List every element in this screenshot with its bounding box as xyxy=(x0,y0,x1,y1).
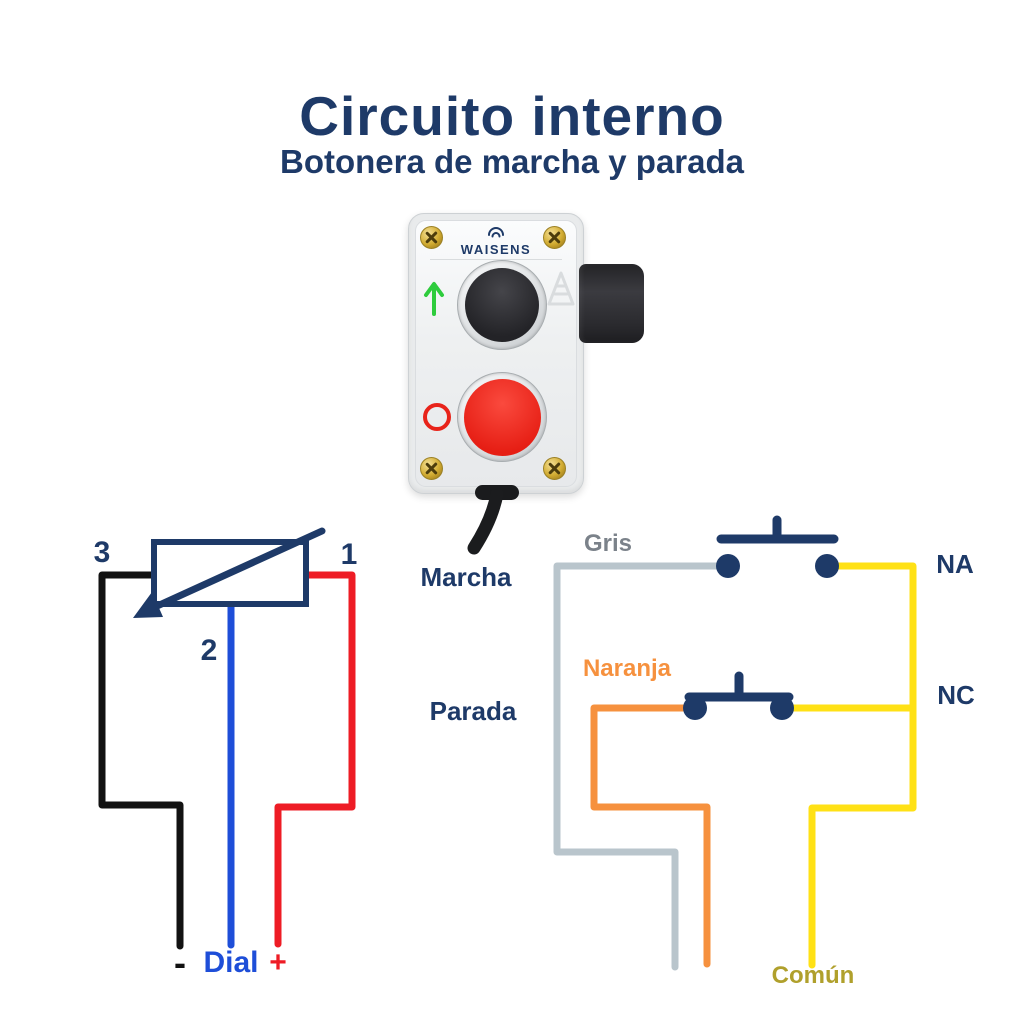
terminal-2-label: 2 xyxy=(200,634,218,667)
potentiometer-wiper xyxy=(151,527,326,611)
faceplate-seam xyxy=(430,259,562,260)
potentiometer-arrowhead xyxy=(133,592,163,618)
device-cable xyxy=(467,490,504,555)
aea-emblem xyxy=(547,271,575,306)
side-knob xyxy=(579,264,644,343)
naranja-wire-label: Naranja xyxy=(582,655,672,682)
pushbutton-device: WAISENS xyxy=(408,213,644,494)
start-button-bezel xyxy=(457,260,547,350)
start-button-black xyxy=(465,268,539,342)
dial-label: Dial xyxy=(203,946,259,979)
page-subtitle: Botonera de marcha y parada xyxy=(280,143,744,180)
terminal-3-label: 3 xyxy=(93,536,111,569)
orange-wire xyxy=(590,704,711,968)
marcha-label: Marcha xyxy=(420,562,512,592)
minus-label: - xyxy=(174,942,186,983)
na-contact-bar xyxy=(716,515,839,544)
yellow-wire xyxy=(808,562,917,969)
comun-wire-label: Común xyxy=(771,962,855,989)
stop-button-red xyxy=(463,378,541,456)
stop-button-bezel xyxy=(457,372,547,462)
grey-wire xyxy=(553,562,728,971)
screw-icon xyxy=(543,226,566,249)
red-wire xyxy=(274,571,356,948)
plus-label: + xyxy=(269,946,287,979)
nc-label: NC xyxy=(937,680,975,710)
nc-contact-dot xyxy=(770,696,794,720)
wifi-icon xyxy=(488,227,504,238)
na-label: NA xyxy=(936,549,974,579)
green-up-arrow-icon xyxy=(424,282,444,316)
na-contact-dot xyxy=(716,554,740,578)
gris-wire-label: Gris xyxy=(583,530,633,557)
page-title: Circuito interno xyxy=(299,85,725,147)
potentiometer-body xyxy=(151,539,309,607)
black-wire xyxy=(98,571,184,950)
terminal-1-label: 1 xyxy=(340,538,358,571)
screw-icon xyxy=(420,226,443,249)
screw-icon xyxy=(420,457,443,480)
brand-name: WAISENS xyxy=(460,242,532,257)
screw-icon xyxy=(543,457,566,480)
na-contact-dot xyxy=(815,554,839,578)
parada-label: Parada xyxy=(429,696,517,726)
nc-contact-dot xyxy=(683,696,707,720)
brand-logo: WAISENS xyxy=(409,226,583,256)
nc-contact-bar xyxy=(684,671,794,702)
red-circle-icon xyxy=(423,403,451,431)
